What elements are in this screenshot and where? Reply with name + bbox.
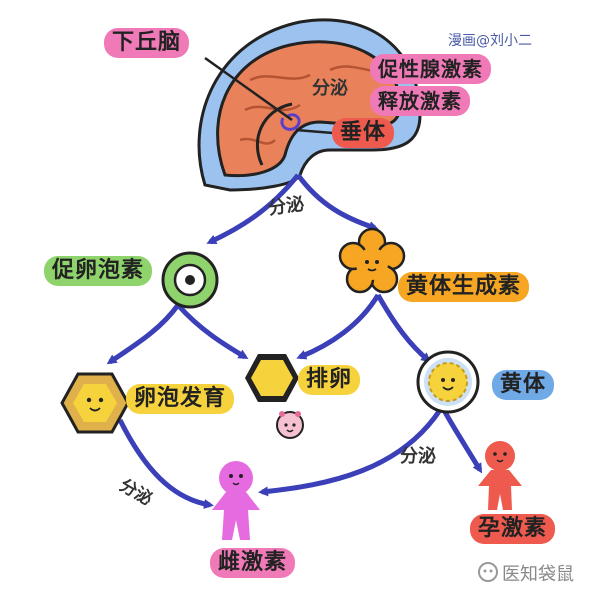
pituitary-label: 垂体 — [332, 118, 395, 148]
hypothalamus-pointer — [204, 56, 293, 122]
ovulation-label: 排卵 — [298, 365, 361, 395]
secrete-label-right: 分泌 — [400, 446, 436, 467]
arrow-corpus-to-progesterone — [442, 410, 483, 474]
secrete-label-center: 分泌 — [266, 193, 306, 220]
estrogen-figure-icon — [212, 461, 260, 540]
fsh-cell-icon — [161, 251, 219, 309]
watermark-text: 医知袋鼠 — [502, 564, 574, 585]
gnrh-label-line1: 促性腺激素 — [370, 54, 491, 84]
arrow-to-lh — [295, 173, 379, 231]
estrogen-label: 雌激素 — [210, 548, 296, 578]
arrow-lh-to-corpus — [375, 293, 432, 363]
arrow-lh-to-ovulation — [296, 293, 381, 360]
follicle-development-label: 卵泡发育 — [126, 384, 235, 414]
pituitary-shape — [280, 113, 301, 131]
progesterone-label: 孕激素 — [470, 514, 556, 544]
pituitary-pointer — [295, 128, 334, 135]
arrow-corpus-to-estrogen — [258, 408, 443, 497]
brain-folds — [239, 65, 386, 145]
secrete-label-brain: 分泌 — [312, 78, 348, 99]
hypothalamus-label: 下丘脑 — [104, 28, 190, 58]
gnrh-label-line2: 释放激素 — [370, 86, 470, 116]
arrow-fsh-to-follicle — [106, 303, 181, 365]
corpus-luteum-icon — [416, 350, 480, 414]
lh-label: 黄体生成素 — [398, 272, 530, 302]
fsh-label: 促卵泡素 — [44, 256, 153, 286]
egg-cell-icon — [276, 411, 304, 439]
arrow-to-fsh — [206, 173, 300, 245]
wechat-icon — [478, 562, 498, 582]
artist-signature: 漫画@刘小二 — [448, 33, 532, 49]
brainstem-curve — [256, 102, 293, 166]
lh-flower-icon — [338, 227, 406, 294]
ovulation-hexagon-icon — [245, 354, 299, 402]
corpus-luteum-label: 黄体 — [492, 370, 555, 400]
arrow-fsh-to-ovulation — [176, 303, 249, 360]
arrow-follicle-to-estrogen — [117, 418, 214, 509]
progesterone-figure-icon — [478, 441, 522, 510]
follicle-hexagon-icon — [60, 372, 130, 434]
